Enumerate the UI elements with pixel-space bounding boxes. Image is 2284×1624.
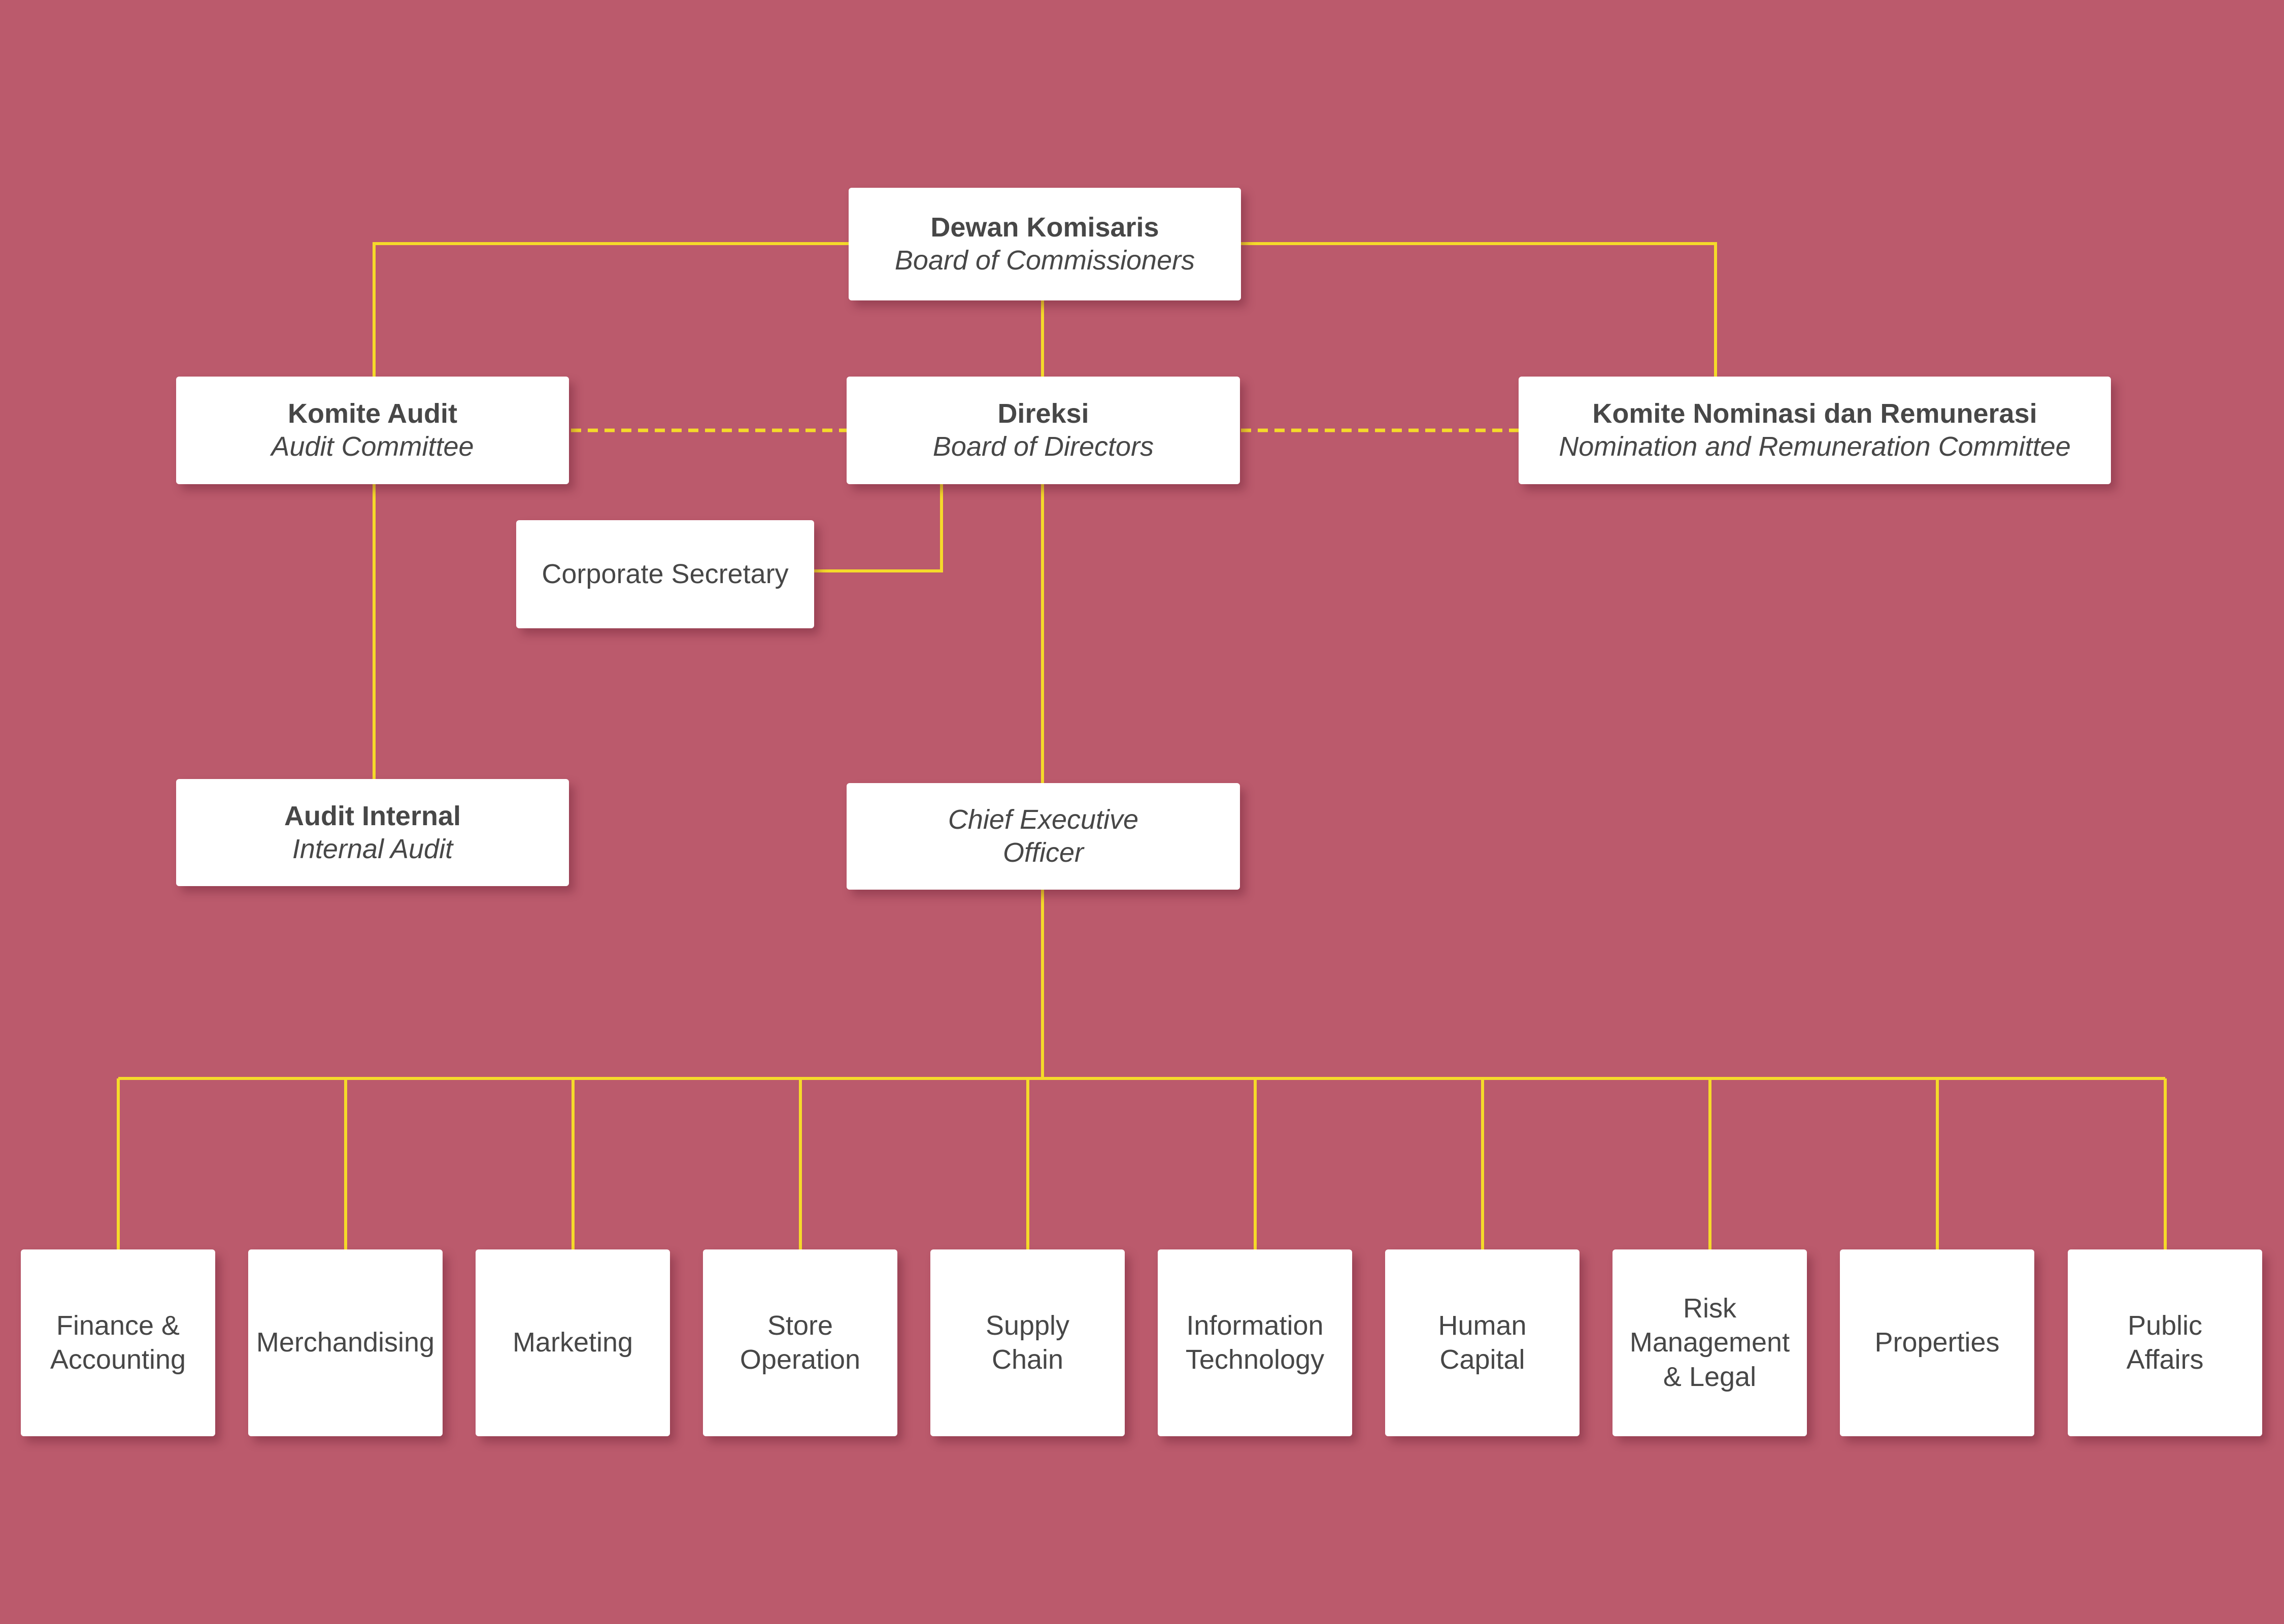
board-of-directors-title: Direksi bbox=[997, 398, 1089, 429]
department-label-line1: Information bbox=[1186, 1310, 1324, 1341]
department-box-information-technology: Information Technology bbox=[1158, 1249, 1352, 1436]
nomination-committee-subtitle: Nomination and Remuneration Committee bbox=[1559, 431, 2071, 462]
connector-commissioners-nomination-committee bbox=[1241, 242, 1717, 377]
board-of-commissioners-title: Dewan Komisaris bbox=[930, 212, 1159, 243]
internal-audit-box: Audit Internal Internal Audit bbox=[176, 779, 569, 886]
department-label-line2: Operation bbox=[740, 1344, 861, 1375]
department-label-line2: Capital bbox=[1439, 1344, 1525, 1375]
department-label-line1: Supply bbox=[985, 1310, 1070, 1341]
connector-directors-corporate-secretary bbox=[814, 484, 943, 572]
department-label-line1: Store bbox=[767, 1310, 833, 1341]
department-label-line1: Finance & bbox=[56, 1310, 180, 1341]
board-of-directors-subtitle: Board of Directors bbox=[932, 431, 1154, 462]
department-box-risk-management-legal: Risk Management & Legal bbox=[1613, 1249, 1807, 1436]
audit-committee-box: Komite Audit Audit Committee bbox=[176, 377, 569, 484]
department-label-line1: Risk bbox=[1683, 1293, 1736, 1324]
connector-commissioners-audit-committee bbox=[373, 242, 849, 377]
department-label-line2: Accounting bbox=[50, 1344, 186, 1375]
nomination-committee-title: Komite Nominasi dan Remunerasi bbox=[1592, 398, 2037, 429]
department-label-line1: Human bbox=[1438, 1310, 1527, 1341]
department-label-line1: Merchandising bbox=[256, 1327, 435, 1358]
audit-committee-subtitle: Audit Committee bbox=[271, 431, 474, 462]
department-box-finance-accounting: Finance & Accounting bbox=[21, 1249, 215, 1436]
audit-committee-title: Komite Audit bbox=[288, 398, 457, 429]
ceo-label-line2: Officer bbox=[1002, 837, 1084, 868]
ceo-box: Chief Executive Officer bbox=[847, 783, 1240, 890]
department-label-line2: Technology bbox=[1185, 1344, 1325, 1375]
ceo-label-line1: Chief Executive bbox=[948, 804, 1139, 835]
department-box-human-capital: Human Capital bbox=[1385, 1249, 1580, 1436]
board-of-commissioners-box: Dewan Komisaris Board of Commissioners bbox=[849, 188, 1241, 300]
internal-audit-subtitle: Internal Audit bbox=[292, 833, 453, 864]
department-label-line1: Marketing bbox=[512, 1327, 633, 1358]
department-box-supply-chain: Supply Chain bbox=[930, 1249, 1125, 1436]
department-box-marketing: Marketing bbox=[476, 1249, 670, 1436]
corporate-secretary-box: Corporate Secretary bbox=[516, 520, 814, 628]
department-label-line2: Management bbox=[1629, 1327, 1790, 1358]
department-label-line3: & Legal bbox=[1663, 1361, 1757, 1392]
board-of-directors-box: Direksi Board of Directors bbox=[847, 377, 1240, 484]
department-label-line1: Properties bbox=[1874, 1327, 2000, 1358]
department-label-line2: Affairs bbox=[2126, 1344, 2204, 1375]
corporate-secretary-label: Corporate Secretary bbox=[542, 559, 789, 590]
department-box-merchandising: Merchandising bbox=[248, 1249, 443, 1436]
department-box-properties: Properties bbox=[1840, 1249, 2034, 1436]
department-box-public-affairs: Public Affairs bbox=[2068, 1249, 2262, 1436]
nomination-committee-box: Komite Nominasi dan Remunerasi Nominatio… bbox=[1519, 377, 2111, 484]
department-box-store-operation: Store Operation bbox=[703, 1249, 897, 1436]
department-label-line1: Public bbox=[2127, 1310, 2203, 1341]
internal-audit-title: Audit Internal bbox=[284, 800, 461, 831]
board-of-commissioners-subtitle: Board of Commissioners bbox=[894, 245, 1195, 276]
department-label-line2: Chain bbox=[991, 1344, 1064, 1375]
